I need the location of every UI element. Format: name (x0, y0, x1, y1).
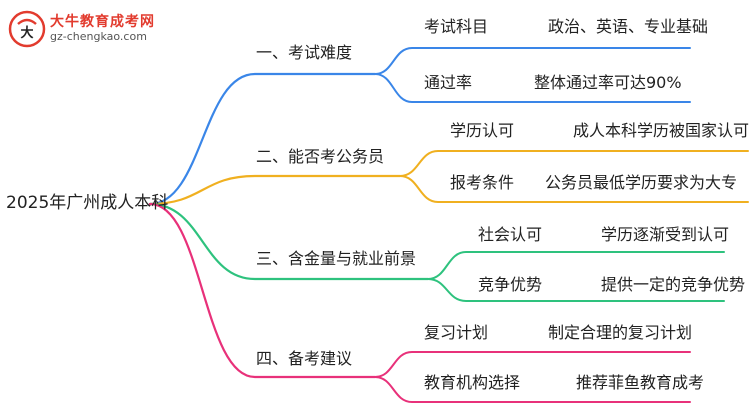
branch-3-connector (148, 202, 430, 281)
logo-name: 大牛教育成考网 (50, 14, 155, 30)
branch-4-connector (148, 202, 377, 379)
bull-logo-icon: 大 (8, 10, 46, 48)
branch-2-item-2-label: 报考条件 (450, 173, 515, 192)
branch-1-label: 一、考试难度 (256, 43, 353, 62)
branch-2-label: 二、能否考公务员 (256, 147, 385, 166)
branch-1-item-1-value: 政治、英语、专业基础 (548, 17, 709, 36)
site-logo: 大 大牛教育成考网 gz-chengkao.com (8, 10, 178, 50)
branch-3-item-2-value: 提供一定的竞争优势 (601, 275, 746, 294)
branch-4-item-1-connector (374, 351, 691, 378)
branch-1-item-2-label: 通过率 (424, 73, 473, 92)
branch-4-item-1-value: 制定合理的复习计划 (548, 323, 693, 342)
branch-3-label: 三、含金量与就业前景 (256, 249, 417, 268)
branch-2-item-1-value: 成人本科学历被国家认可 (573, 121, 750, 140)
branch-3-item-1-label: 社会认可 (478, 225, 543, 244)
branch-4-item-2-connector (374, 376, 691, 403)
branch-1-item-1-label: 考试科目 (424, 17, 489, 36)
branch-3-item-1-value: 学历逐渐受到认可 (601, 225, 730, 244)
branch-4-item-2-label: 教育机构选择 (424, 373, 521, 392)
branch-1-item-2-connector (374, 73, 691, 103)
branch-2-item-1-connector (399, 150, 749, 177)
branch-3-item-2-label: 竞争优势 (478, 275, 543, 294)
branch-4-label: 四、备考建议 (256, 349, 353, 368)
root-topic: 2025年广州成人本科 (6, 193, 169, 213)
branch-2-item-1-label: 学历认可 (450, 121, 515, 140)
branch-2-item-2-connector (399, 175, 749, 203)
branch-2-item-2-value: 公务员最低学历要求为大专 (545, 173, 738, 192)
svg-text:大: 大 (20, 25, 33, 41)
branch-3-item-2-connector (427, 278, 725, 302)
branch-4-item-2-value: 推荐菲鱼教育成考 (576, 373, 705, 392)
branch-4-item-1-label: 复习计划 (424, 323, 489, 342)
logo-url: gz-chengkao.com (50, 30, 147, 43)
branch-1-connector (148, 72, 377, 206)
branch-3-item-1-connector (427, 251, 725, 280)
branch-1-item-2-value: 整体通过率可达90% (534, 73, 682, 92)
branch-1-item-1-connector (374, 47, 691, 75)
branch-2-connector (148, 174, 402, 206)
